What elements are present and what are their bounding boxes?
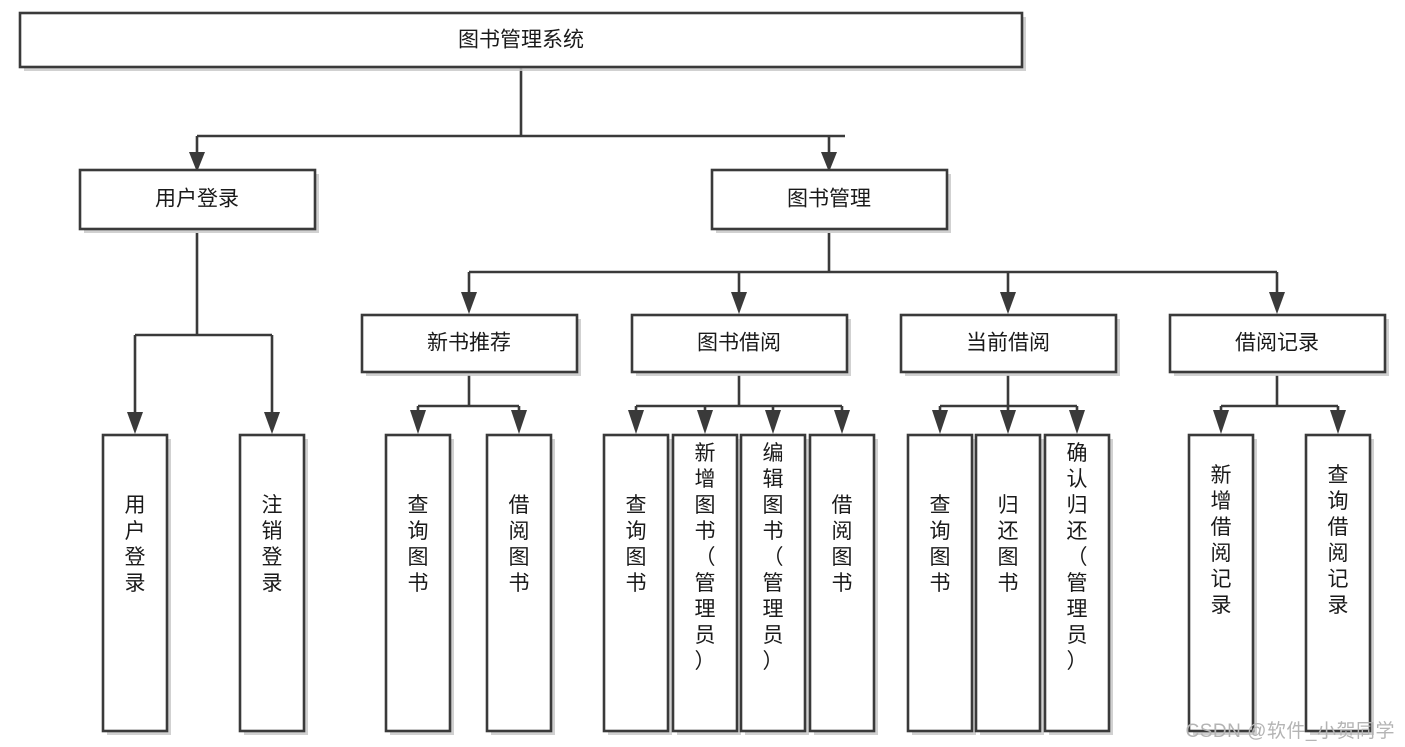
node-leaf-borrow-book-2-label: 借阅图书 <box>832 494 853 595</box>
arrow-head-leaf-query-record <box>1330 410 1346 434</box>
node-leaf-add-book[interactable]: 新增图书（管理员） <box>671 433 741 735</box>
node-leaf-add-book-label: 新增图书（管理员） <box>695 442 716 673</box>
node-leaf-query-book-3-label: 查询图书 <box>930 494 951 595</box>
node-leaf-query-book-1-label: 查询图书 <box>408 494 429 595</box>
node-leaf-query-record[interactable]: 查询借阅记录 <box>1304 433 1374 735</box>
node-book-manage-label: 图书管理 <box>787 188 871 211</box>
node-leaf-borrow-book-2-box[interactable] <box>808 433 876 733</box>
node-leaf-confirm-return[interactable]: 确认归还（管理员） <box>1043 433 1113 735</box>
node-leaf-query-book-2-box[interactable] <box>602 433 670 733</box>
connector-layer <box>127 67 1346 434</box>
node-leaf-add-record[interactable]: 新增借阅记录 <box>1187 433 1257 735</box>
node-current-borrow[interactable]: 当前借阅 <box>899 313 1120 376</box>
arrow-head-leaf-logout <box>264 412 280 434</box>
node-leaf-query-book-1[interactable]: 查询图书 <box>384 433 454 735</box>
node-leaf-query-book-3[interactable]: 查询图书 <box>906 433 976 735</box>
arrow-head-leaf-query-book-1 <box>410 410 426 434</box>
node-book-borrow-box[interactable] <box>630 313 849 374</box>
node-user-login-box[interactable] <box>78 168 317 231</box>
node-leaf-borrow-book-2[interactable]: 借阅图书 <box>808 433 878 735</box>
node-leaf-edit-book-box[interactable] <box>739 433 807 733</box>
node-leaf-add-record-label: 新增借阅记录 <box>1211 464 1232 617</box>
node-new-book-recommend-box[interactable] <box>360 313 579 374</box>
node-leaf-query-book-1-box[interactable] <box>384 433 452 733</box>
arrow-head-book-manage <box>821 152 837 172</box>
node-leaf-add-book-box[interactable] <box>671 433 739 733</box>
node-user-login[interactable]: 用户登录 <box>78 168 319 233</box>
node-leaf-add-record-box[interactable] <box>1187 433 1255 733</box>
node-borrow-record[interactable]: 借阅记录 <box>1168 313 1389 376</box>
node-current-borrow-box[interactable] <box>899 313 1118 374</box>
watermark-label: CSDN @软件_小贺同学 <box>1185 721 1395 742</box>
node-leaf-return-book-label: 归还图书 <box>998 494 1019 595</box>
arrow-head-leaf-confirm-return <box>1069 410 1085 434</box>
arrow-head-book-borrow <box>731 292 747 314</box>
node-leaf-query-book-3-box[interactable] <box>906 433 974 733</box>
node-book-manage-box[interactable] <box>710 168 949 231</box>
arrow-head-leaf-add-book <box>697 410 713 434</box>
node-new-book-recommend-label: 新书推荐 <box>427 332 511 355</box>
node-leaf-user-login[interactable]: 用户登录 <box>101 433 171 735</box>
arrow-head-borrow-record <box>1269 292 1285 314</box>
node-root-label: 图书管理系统 <box>458 29 584 52</box>
arrow-head-leaf-user-login <box>127 412 143 434</box>
node-leaf-borrow-book-1-label: 借阅图书 <box>509 494 530 595</box>
node-leaf-query-record-box[interactable] <box>1304 433 1372 733</box>
arrow-head-leaf-return-book <box>1000 410 1016 434</box>
arrow-head-new-book-recommend <box>461 292 477 314</box>
arrow-head-leaf-query-book-3 <box>932 410 948 434</box>
node-leaf-query-record-label: 查询借阅记录 <box>1328 464 1349 617</box>
node-leaf-confirm-return-label: 确认归还（管理员） <box>1067 442 1088 673</box>
node-new-book-recommend[interactable]: 新书推荐 <box>360 313 581 376</box>
node-leaf-query-book-2-label: 查询图书 <box>626 494 647 595</box>
node-leaf-confirm-return-box[interactable] <box>1043 433 1111 733</box>
node-leaf-edit-book-label: 编辑图书（管理员） <box>763 442 784 673</box>
node-leaf-borrow-book-1-box[interactable] <box>485 433 553 733</box>
node-leaf-return-book-box[interactable] <box>974 433 1042 733</box>
node-current-borrow-label: 当前借阅 <box>966 332 1050 355</box>
arrow-head-leaf-query-book-2 <box>628 410 644 434</box>
arrow-head-current-borrow <box>1000 292 1016 314</box>
arrow-head-user-login <box>189 152 205 172</box>
node-leaf-borrow-book-1[interactable]: 借阅图书 <box>485 433 555 735</box>
node-leaf-user-login-label: 用户登录 <box>125 494 146 595</box>
node-leaf-logout-label: 注销登录 <box>262 494 283 595</box>
node-borrow-record-label: 借阅记录 <box>1235 332 1319 355</box>
node-leaf-logout[interactable]: 注销登录 <box>238 433 308 735</box>
arrow-head-leaf-borrow-book-1 <box>511 410 527 434</box>
node-leaf-query-book-2[interactable]: 查询图书 <box>602 433 672 735</box>
node-leaf-return-book[interactable]: 归还图书 <box>974 433 1044 735</box>
node-leaf-edit-book[interactable]: 编辑图书（管理员） <box>739 433 809 735</box>
node-root[interactable]: 图书管理系统 <box>18 11 1026 71</box>
node-root-box[interactable] <box>18 11 1024 69</box>
node-book-borrow[interactable]: 图书借阅 <box>630 313 851 376</box>
arrow-head-leaf-add-record <box>1213 410 1229 434</box>
arrow-head-leaf-borrow-book-2 <box>834 410 850 434</box>
arrow-head-leaf-edit-book <box>765 410 781 434</box>
node-book-manage[interactable]: 图书管理 <box>710 168 951 233</box>
node-book-borrow-label: 图书借阅 <box>697 332 781 355</box>
node-leaf-user-login-box[interactable] <box>101 433 169 733</box>
node-borrow-record-box[interactable] <box>1168 313 1387 374</box>
node-user-login-label: 用户登录 <box>155 188 239 211</box>
node-leaf-logout-box[interactable] <box>238 433 306 733</box>
